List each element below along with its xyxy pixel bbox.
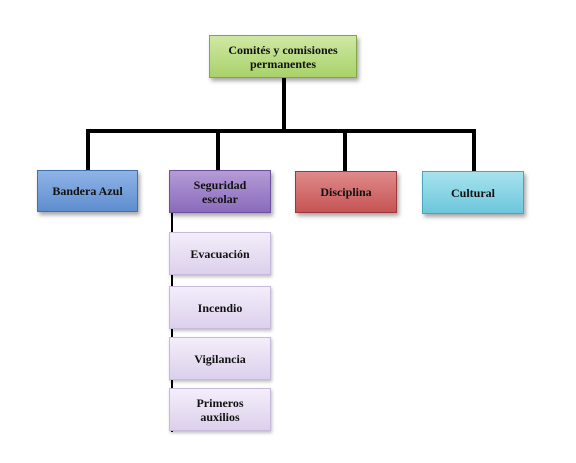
node-bandera-azul: Bandera Azul: [37, 170, 138, 212]
sub-node-label: Vigilancia: [194, 351, 246, 366]
root-node: Comités y comisiones permanentes: [209, 35, 357, 78]
sub-node-primeros-auxilios: Primeros auxilios: [169, 388, 271, 431]
sub-node-evacuacion: Evacuación: [169, 232, 271, 275]
sub-node-label: Incendio: [197, 300, 243, 315]
sub-node-label: Evacuación: [190, 246, 250, 261]
node-label: Seguridad escolar: [193, 177, 247, 206]
sub-node-incendio: Incendio: [169, 286, 271, 329]
sub-node-vigilancia: Vigilancia: [169, 337, 271, 380]
node-disciplina: Disciplina: [295, 171, 397, 213]
sub-node-label: Primeros auxilios: [196, 395, 244, 424]
node-seguridad-escolar: Seguridad escolar: [169, 170, 271, 213]
node-label: Bandera Azul: [52, 184, 123, 198]
node-cultural: Cultural: [422, 171, 524, 214]
node-label: Disciplina: [320, 185, 372, 199]
node-label: Cultural: [450, 185, 495, 200]
root-label: Comités y comisiones permanentes: [228, 42, 338, 71]
